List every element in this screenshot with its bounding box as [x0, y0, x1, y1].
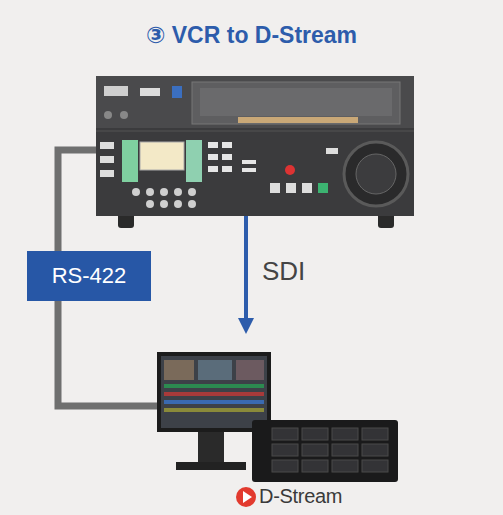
tape-door	[200, 88, 392, 116]
tape-slot	[192, 82, 400, 124]
vcr-knob	[104, 111, 112, 119]
jog-wheel-inner	[356, 154, 396, 194]
jog-wheel	[344, 142, 408, 206]
vcr-knob	[120, 111, 128, 119]
vcr-button	[172, 86, 182, 98]
vcr-round-buttons	[132, 188, 196, 208]
monitor-screen	[161, 356, 267, 428]
vcr-seam	[96, 131, 414, 132]
signal-label: SDI	[262, 256, 305, 287]
monitor-base	[176, 462, 246, 470]
logo-mark	[236, 487, 256, 507]
sdi-arrow	[244, 216, 248, 320]
diagram-title: ③ VCR to D-Stream	[0, 22, 503, 49]
server-bays	[272, 428, 388, 472]
monitor-frame	[157, 352, 271, 432]
signal-box: RS-422	[27, 251, 151, 301]
tape-strip	[238, 117, 358, 123]
monitor-stand	[198, 430, 224, 464]
vcr-led-column	[122, 140, 138, 182]
vcr-display	[140, 142, 184, 170]
vcr-button	[104, 86, 128, 96]
vcr-led-column	[186, 140, 202, 182]
record-button	[285, 165, 295, 175]
transport-buttons	[270, 183, 328, 193]
server-chassis	[252, 420, 398, 482]
signal-name: RS-422	[52, 263, 127, 289]
vcr-switch	[140, 88, 160, 96]
sdi-arrowhead	[238, 318, 254, 334]
vcr-keys	[208, 142, 256, 172]
logo-play	[243, 491, 252, 503]
vcr-body	[96, 76, 414, 216]
product-name: D-Stream	[259, 485, 342, 508]
vcr-top	[96, 76, 414, 128]
